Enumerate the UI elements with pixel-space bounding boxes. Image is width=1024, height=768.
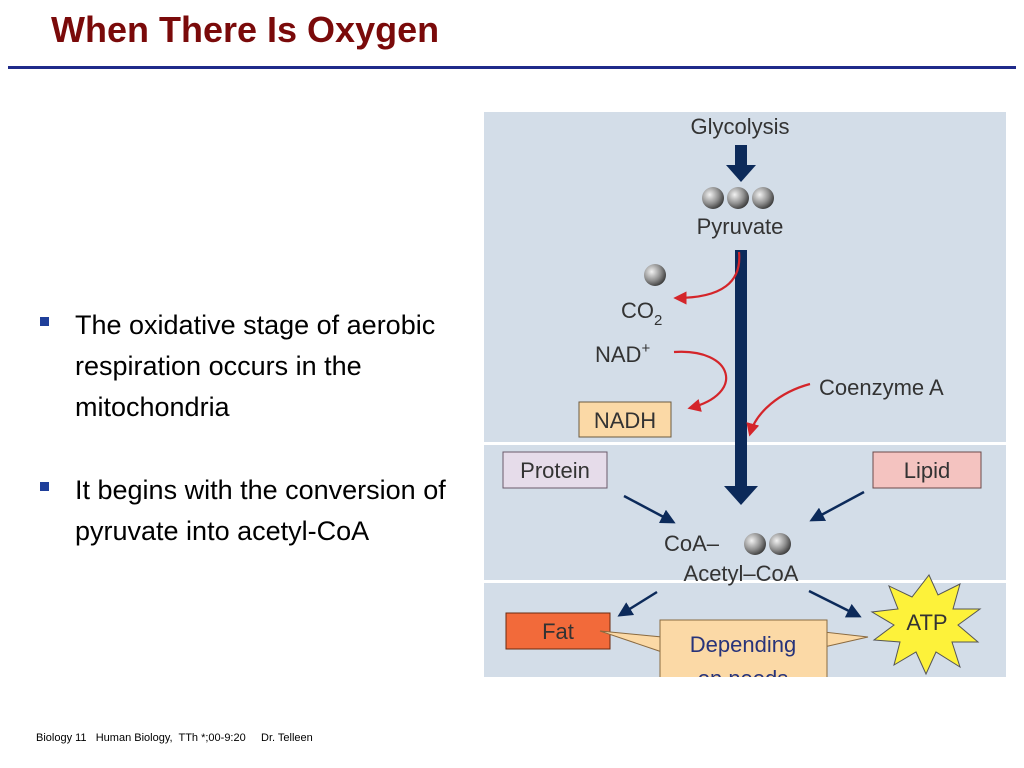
- depending-callout-box: [659, 619, 828, 677]
- square-bullet-icon: [40, 482, 49, 491]
- glycolysis-arrow-head: [726, 165, 756, 182]
- co2-carbon-sphere: [644, 264, 666, 286]
- lipid-to-acetyl-arrow: [809, 490, 865, 522]
- nadh-label: NADH: [594, 408, 656, 433]
- acetyl-to-atp-arrow: [808, 589, 862, 618]
- bullet-item: It begins with the conversion of pyruvat…: [38, 470, 478, 552]
- glycolysis-label: Glycolysis: [690, 114, 789, 139]
- nad-reduction-arrow: [673, 350, 728, 412]
- protein-box: [502, 451, 608, 489]
- acetyl-to-fat-arrow: [617, 590, 658, 617]
- acetyl-coa-label: Acetyl–CoA: [684, 561, 799, 586]
- glycolysis-arrow-shaft: [735, 145, 747, 167]
- coenzyme-a-label: Coenzyme A: [819, 375, 944, 400]
- lipid-box: [872, 451, 982, 489]
- coa-prefix-label: CoA–: [664, 531, 720, 556]
- title-rule: [8, 66, 1016, 69]
- co2-release-arrow: [673, 251, 741, 305]
- co2-subscript: 2: [654, 312, 662, 329]
- pyruvate-carbon-sphere: [702, 187, 724, 209]
- pyruvate-carbon-sphere: [727, 187, 749, 209]
- atp-starburst: [870, 574, 982, 676]
- co2-label: CO2: [621, 298, 662, 329]
- main-pathway-arrow-shaft: [735, 250, 747, 488]
- coenzyme-a-arrow: [746, 382, 811, 437]
- atp-label: ATP: [906, 610, 947, 635]
- slide-title: When There Is Oxygen: [51, 9, 440, 50]
- co2-text: CO: [621, 298, 654, 323]
- bullet-list: The oxidative stage of aerobic respirati…: [38, 305, 478, 594]
- main-pathway-arrow-head: [724, 486, 758, 505]
- bullet-text: It begins with the conversion of pyruvat…: [75, 475, 446, 546]
- square-bullet-icon: [40, 317, 49, 326]
- bullet-item: The oxidative stage of aerobic respirati…: [38, 305, 478, 428]
- bullet-text: The oxidative stage of aerobic respirati…: [75, 310, 436, 422]
- nad-plus-label: NAD+: [595, 340, 650, 367]
- pyruvate-oxidation-diagram: Glycolysis Pyruvate CO2 NAD+ Coenzyme A …: [484, 112, 1006, 677]
- acetyl-carbon-sphere: [744, 533, 766, 555]
- depending-line1: Depending: [690, 632, 796, 657]
- depending-line2: on needs: [698, 666, 789, 677]
- pyruvate-carbon-sphere: [752, 187, 774, 209]
- nad-text: NAD: [595, 342, 641, 367]
- slide-footer: Biology 11 Human Biology, TTh *;00-9:20 …: [36, 732, 313, 744]
- acetyl-carbon-sphere: [769, 533, 791, 555]
- fat-box: [505, 612, 611, 650]
- lipid-label: Lipid: [904, 458, 950, 483]
- nadh-box: [578, 401, 672, 438]
- protein-to-acetyl-arrow: [623, 494, 676, 524]
- nad-superscript: +: [641, 340, 650, 357]
- protein-label: Protein: [520, 458, 590, 483]
- fat-label: Fat: [542, 619, 574, 644]
- pyruvate-label: Pyruvate: [697, 214, 784, 239]
